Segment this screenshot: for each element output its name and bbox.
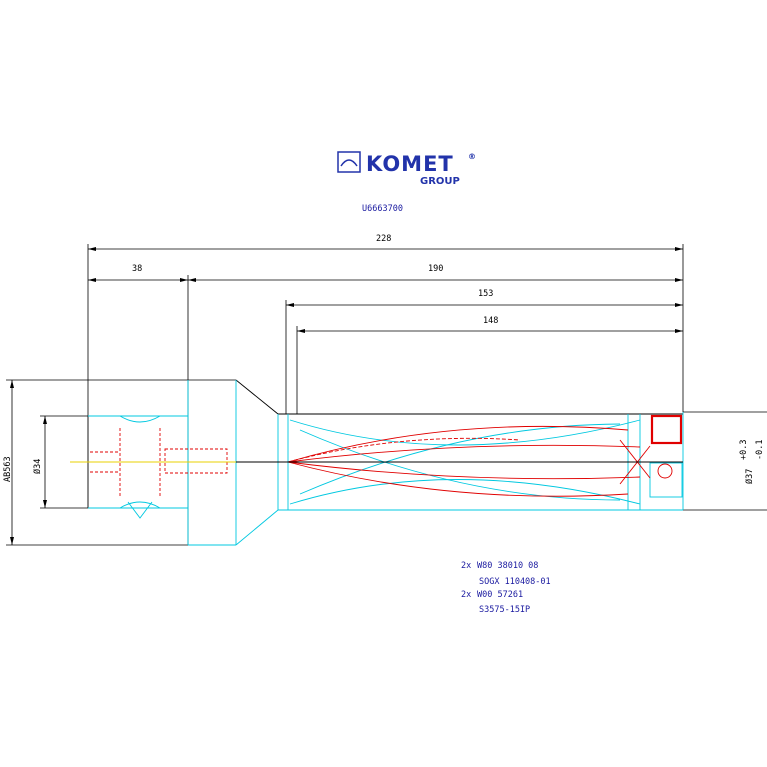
komet-logo-group: GROUP	[420, 176, 460, 187]
dim-shank-dia: Ø34	[32, 459, 43, 474]
dimension-lines	[6, 244, 767, 546]
dim-190: 190	[428, 264, 443, 274]
red-hidden-lines	[90, 425, 673, 498]
parts-code-1: W80 38010 08	[477, 561, 538, 571]
dim-cutting-dia: Ø37	[744, 469, 755, 484]
cutting-insert	[650, 414, 683, 445]
komet-logo: KOMET ® GROUP	[337, 151, 476, 187]
komet-logo-text: KOMET	[366, 152, 454, 176]
part-number: U6663700	[362, 204, 403, 214]
dim-148: 148	[483, 316, 498, 326]
dim-tol-upper: +0.3	[739, 440, 749, 460]
parts-qty-3: 2x	[461, 590, 471, 600]
parts-qty-1: 2x	[461, 561, 471, 571]
dim-228: 228	[376, 234, 391, 244]
dimension-arrows	[10, 247, 683, 545]
dim-153: 153	[478, 289, 493, 299]
dim-tol-lower: -0.1	[755, 440, 765, 460]
komet-logo-registered: ®	[468, 152, 476, 161]
dim-flange: AB563	[3, 456, 13, 482]
komet-logo-box	[337, 151, 361, 173]
tool-outline	[87, 379, 683, 508]
parts-code-2: SOGX 110408-01	[479, 577, 551, 587]
dim-38: 38	[132, 264, 142, 274]
parts-list: 2x W80 38010 08 SOGX 110408-01 2x W00 57…	[461, 561, 551, 615]
parts-code-4: S3575-15IP	[479, 605, 530, 615]
cyan-edges	[88, 380, 684, 546]
parts-code-3: W00 57261	[477, 590, 523, 600]
